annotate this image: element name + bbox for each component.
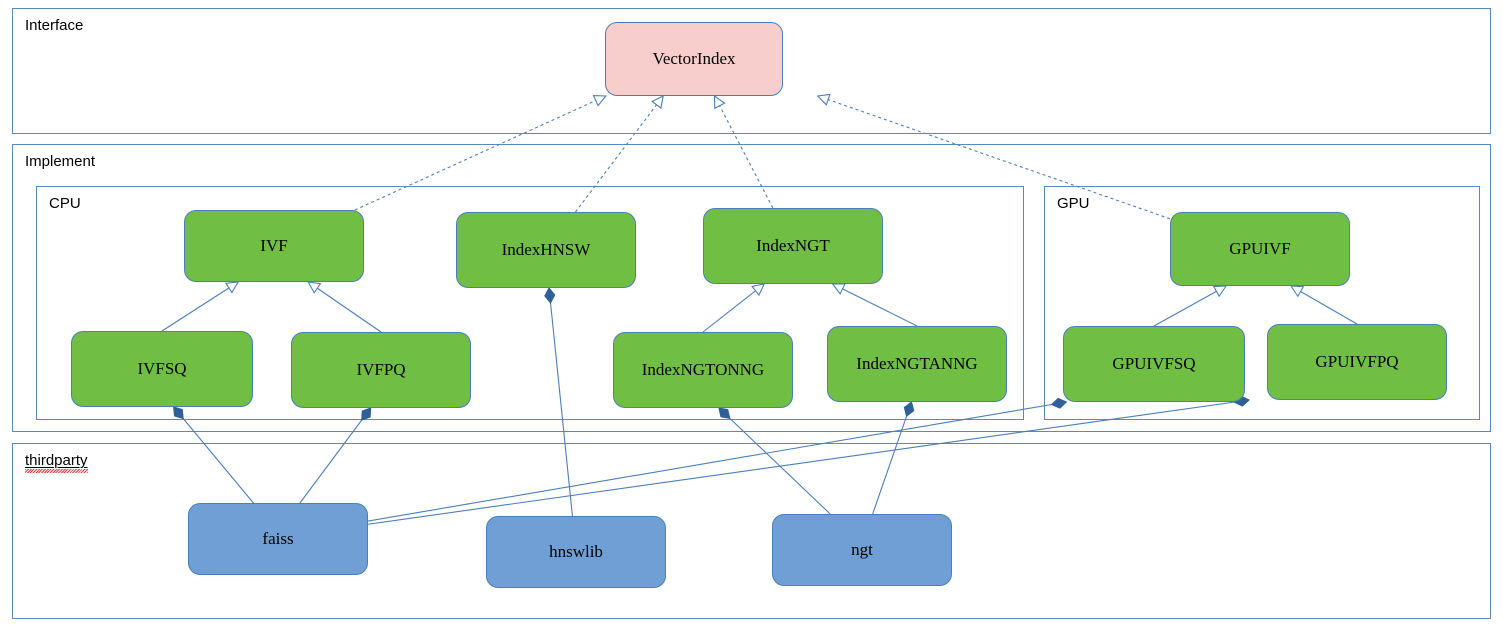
class-node-ivfsq[interactable]: IVFSQ bbox=[71, 331, 253, 407]
class-node-label: faiss bbox=[262, 528, 294, 548]
group-label-implement: Implement bbox=[25, 153, 96, 170]
spellcheck-squiggle-icon bbox=[25, 469, 88, 473]
class-node-label: hnswlib bbox=[549, 541, 603, 561]
class-node-gpuivfsq[interactable]: GPUIVFSQ bbox=[1063, 326, 1245, 402]
class-node-indexhnsw[interactable]: IndexHNSW bbox=[456, 212, 636, 288]
class-node-label: IVFPQ bbox=[356, 359, 406, 379]
class-node-gpuivf[interactable]: GPUIVF bbox=[1170, 212, 1350, 286]
class-node-label: ngt bbox=[851, 539, 873, 559]
class-node-label: IndexNGT bbox=[756, 235, 830, 255]
group-label-interface: Interface bbox=[25, 17, 84, 34]
group-label-cpu: CPU bbox=[49, 195, 81, 212]
class-node-label: IVF bbox=[260, 235, 288, 255]
class-node-hnswlib[interactable]: hnswlib bbox=[486, 516, 666, 588]
class-node-indexngtanng[interactable]: IndexNGTANNG bbox=[827, 326, 1007, 402]
group-label-gpu: GPU bbox=[1057, 195, 1090, 212]
class-node-label: IVFSQ bbox=[137, 358, 187, 378]
class-node-faiss[interactable]: faiss bbox=[188, 503, 368, 575]
class-node-label: IndexHNSW bbox=[501, 239, 591, 259]
class-node-ivf[interactable]: IVF bbox=[184, 210, 364, 282]
class-node-ngt[interactable]: ngt bbox=[772, 514, 952, 586]
class-node-indexngtonng[interactable]: IndexNGTONNG bbox=[613, 332, 793, 408]
class-node-label: IndexNGTANNG bbox=[856, 353, 978, 373]
class-node-ivfpq[interactable]: IVFPQ bbox=[291, 332, 471, 408]
class-node-label: GPUIVFPQ bbox=[1315, 351, 1399, 371]
class-node-label: GPUIVFSQ bbox=[1112, 353, 1196, 373]
class-node-label: VectorIndex bbox=[652, 48, 736, 68]
class-node-indexngt[interactable]: IndexNGT bbox=[703, 208, 883, 284]
class-node-gpuivfpq[interactable]: GPUIVFPQ bbox=[1267, 324, 1447, 400]
group-label-thirdparty: thirdparty bbox=[25, 452, 88, 473]
class-node-label: IndexNGTONNG bbox=[641, 359, 765, 379]
class-node-vectorindex[interactable]: VectorIndex bbox=[605, 22, 783, 96]
class-node-label: GPUIVF bbox=[1229, 238, 1291, 258]
